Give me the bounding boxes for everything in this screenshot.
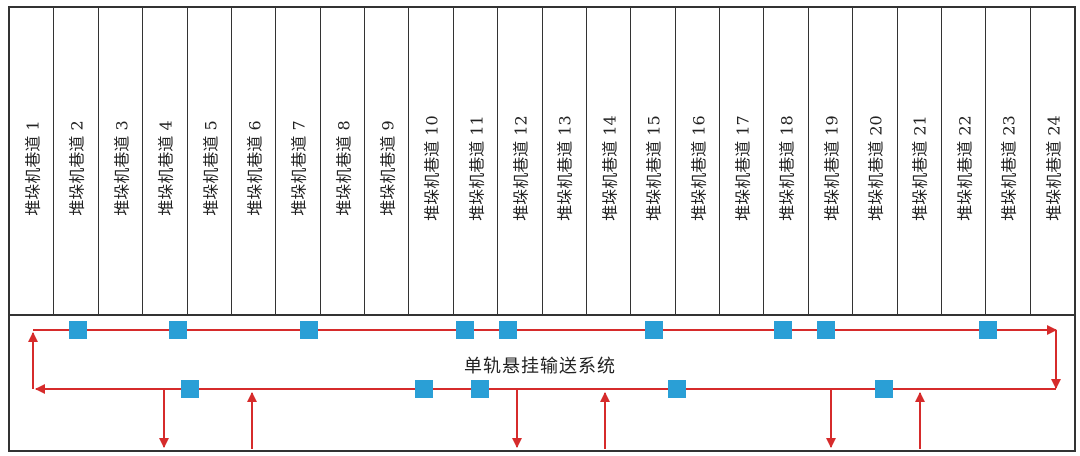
stacker-lane-8: 堆垛机巷道 8 bbox=[321, 8, 365, 314]
conveyor-area bbox=[8, 316, 1076, 452]
stacker-lane-1: 堆垛机巷道 1 bbox=[10, 8, 55, 314]
station-top-6 bbox=[645, 321, 663, 339]
stacker-lane-9: 堆垛机巷道 9 bbox=[365, 8, 410, 314]
stacker-lane-19: 堆垛机巷道 19 bbox=[809, 8, 854, 314]
stacker-lane-2: 堆垛机巷道 2 bbox=[54, 8, 99, 314]
stacker-lane-4: 堆垛机巷道 4 bbox=[143, 8, 188, 314]
stacker-lane-15: 堆垛机巷道 15 bbox=[631, 8, 676, 314]
stacker-lane-20: 堆垛机巷道 20 bbox=[853, 8, 898, 314]
station-top-5 bbox=[499, 321, 517, 339]
stacker-lane-5: 堆垛机巷道 5 bbox=[188, 8, 232, 314]
stacker-lane-16: 堆垛机巷道 16 bbox=[676, 8, 720, 314]
stacker-lane-3: 堆垛机巷道 3 bbox=[99, 8, 144, 314]
stacker-lane-6: 堆垛机巷道 6 bbox=[232, 8, 277, 314]
stacker-lane-22: 堆垛机巷道 22 bbox=[942, 8, 987, 314]
station-bottom-2 bbox=[415, 380, 433, 398]
stacker-lane-12: 堆垛机巷道 12 bbox=[498, 8, 543, 314]
stacker-lane-18: 堆垛机巷道 18 bbox=[764, 8, 809, 314]
station-bottom-4 bbox=[668, 380, 686, 398]
stacker-lane-21: 堆垛机巷道 21 bbox=[898, 8, 942, 314]
stacker-lane-17: 堆垛机巷道 17 bbox=[720, 8, 765, 314]
station-top-8 bbox=[817, 321, 835, 339]
stacker-lane-7: 堆垛机巷道 7 bbox=[276, 8, 321, 314]
station-top-2 bbox=[169, 321, 187, 339]
stacker-lane-13: 堆垛机巷道 13 bbox=[543, 8, 587, 314]
station-top-4 bbox=[456, 321, 474, 339]
station-top-9 bbox=[979, 321, 997, 339]
stacker-lane-11: 堆垛机巷道 11 bbox=[454, 8, 499, 314]
station-bottom-5 bbox=[875, 380, 893, 398]
system-label: 单轨悬挂输送系统 bbox=[464, 356, 616, 377]
stacker-lane-23: 堆垛机巷道 23 bbox=[986, 8, 1031, 314]
station-top-1 bbox=[69, 321, 87, 339]
station-bottom-3 bbox=[471, 380, 489, 398]
stacker-lane-10: 堆垛机巷道 10 bbox=[409, 8, 454, 314]
station-top-7 bbox=[774, 321, 792, 339]
station-top-3 bbox=[300, 321, 318, 339]
station-bottom-1 bbox=[181, 380, 199, 398]
stacker-lane-14: 堆垛机巷道 14 bbox=[587, 8, 632, 314]
